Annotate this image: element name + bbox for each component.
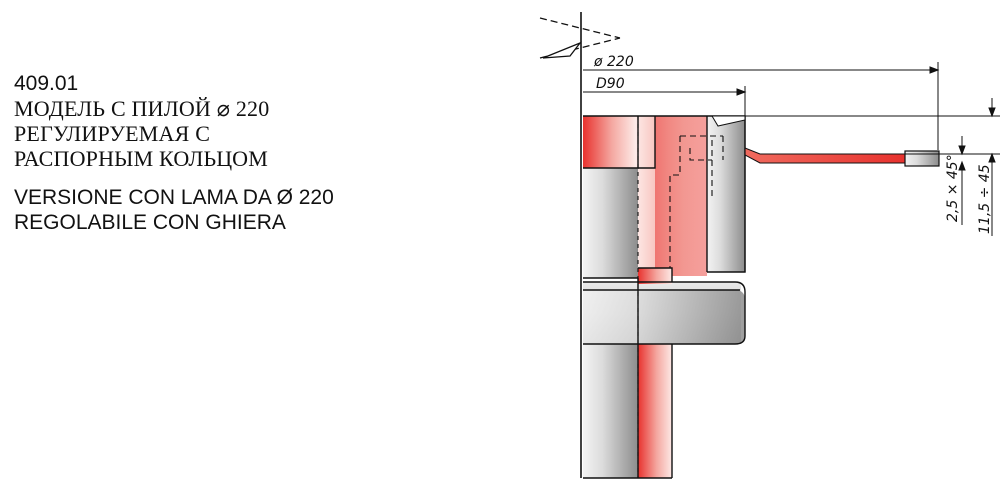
dim-adjustment-range xyxy=(988,98,996,236)
dim-chamfer-label: 2,5 × 45° xyxy=(945,154,961,222)
dim-saw-diameter xyxy=(583,62,940,150)
dim-saw-diameter-label: ø 220 xyxy=(593,54,634,70)
blade-tooth xyxy=(904,150,940,167)
extension-lines xyxy=(745,115,1000,155)
lower-grey-column xyxy=(583,344,638,478)
dim-hub-diameter xyxy=(583,86,747,116)
ru-line-3: РАСПОРНЫМ КОЛЬЦОМ xyxy=(14,146,268,171)
rotation-arrow xyxy=(539,17,621,59)
hidden-lines xyxy=(637,116,724,478)
product-text: 409.01 МОДЕЛЬ С ПИЛОЙ ⌀ 220 РЕГУЛИРУЕМАЯ… xyxy=(14,72,484,235)
grey-top-piece xyxy=(707,116,745,272)
product-code: 409.01 xyxy=(14,72,79,95)
it-line-1: VERSIONE CON LAMA DA Ø 220 xyxy=(14,186,334,209)
dim-hub-diameter-label: D90 xyxy=(596,76,625,92)
ru-line-1: МОДЕЛЬ С ПИЛОЙ ⌀ 220 xyxy=(14,96,270,121)
saw-blade xyxy=(711,115,940,272)
russian-description: МОДЕЛЬ С ПИЛОЙ ⌀ 220 РЕГУЛИРУЕМАЯ С РАСП… xyxy=(14,96,484,171)
italian-description: VERSIONE CON LAMA DA Ø 220 REGOLABILE CO… xyxy=(14,185,484,235)
dim-chamfer xyxy=(958,136,966,225)
dim-adjustment-range-label: 11,5 ÷ 45 xyxy=(977,164,993,234)
it-line-2: REGOLABILE CON GHIERA xyxy=(14,211,286,234)
grey-column xyxy=(583,168,638,278)
ru-line-2: РЕГУЛИРУЕМАЯ С xyxy=(14,121,211,146)
lower-red-spindle xyxy=(638,344,672,478)
upper-red-hub xyxy=(583,116,635,168)
